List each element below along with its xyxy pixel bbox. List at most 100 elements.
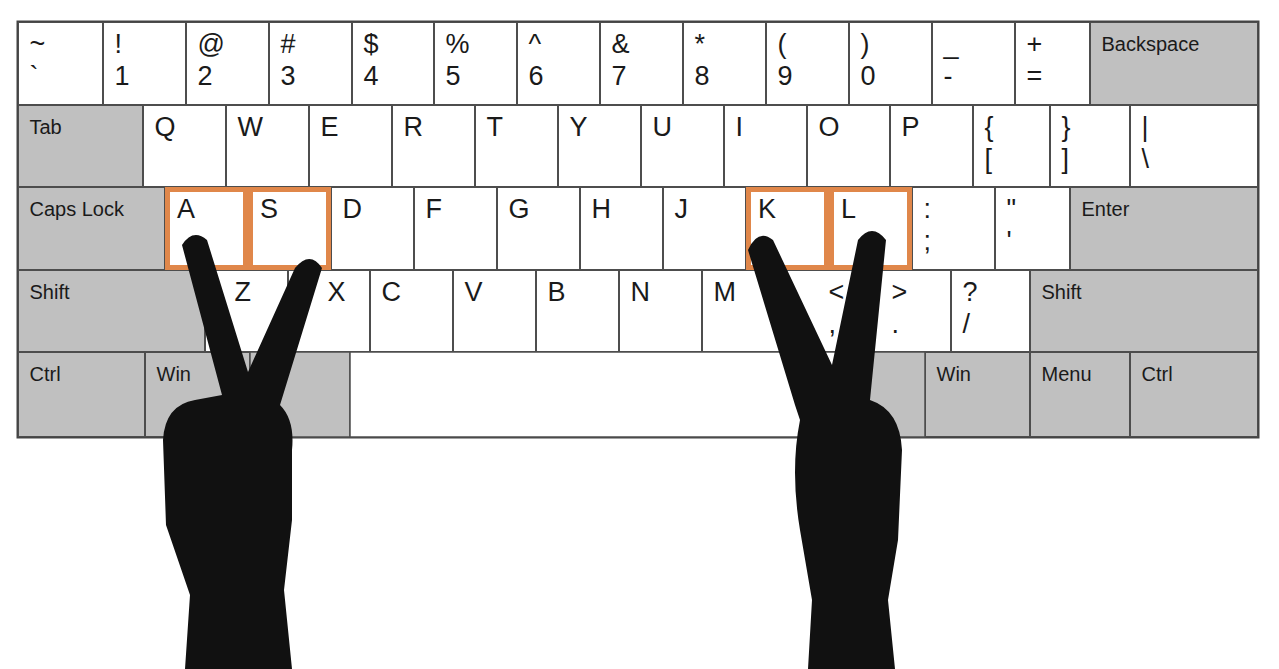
key-symbol: & <box>612 28 630 60</box>
modifier-key: Caps Lock <box>18 187 165 270</box>
key-symbol: % <box>446 28 470 60</box>
key-symbol: _ <box>944 28 959 60</box>
key-symbol: A <box>177 193 195 225</box>
key-symbol: J <box>675 193 689 225</box>
key-symbol: ? <box>963 276 978 308</box>
key: )0 <box>849 22 932 105</box>
key: Y <box>558 105 641 187</box>
key: J <box>663 187 746 270</box>
key-label: Backspace <box>1102 32 1200 56</box>
key-symbol: N <box>631 276 651 308</box>
key-symbol: 3 <box>281 60 296 92</box>
key: W <box>226 105 309 187</box>
key-symbol: } <box>1062 111 1071 143</box>
key-label: Shift <box>1042 280 1082 304</box>
key: "' <box>995 187 1070 270</box>
key: B <box>536 270 619 352</box>
key-symbol: Q <box>155 111 176 143</box>
modifier-key: Ctrl <box>1130 352 1258 437</box>
key-symbol: ] <box>1062 143 1070 175</box>
modifier-key: Backspace <box>1090 22 1258 105</box>
key-symbol: : <box>924 193 932 225</box>
modifier-key: Tab <box>18 105 143 187</box>
key: {[ <box>973 105 1050 187</box>
key: F <box>414 187 497 270</box>
key: Q <box>143 105 226 187</box>
key-label: Win <box>157 362 191 386</box>
key-symbol: \ <box>1142 143 1150 175</box>
key-label: Win <box>937 362 971 386</box>
modifier-key: Shift <box>18 270 205 352</box>
key-symbol: 1 <box>115 60 130 92</box>
key-symbol: P <box>902 111 920 143</box>
key: += <box>1015 22 1090 105</box>
key-label: Ctrl <box>30 362 61 386</box>
key-symbol: D <box>343 193 363 225</box>
keyboard-outline <box>18 22 1258 437</box>
key: I <box>724 105 807 187</box>
key: !1 <box>103 22 186 105</box>
key-symbol: H <box>592 193 612 225</box>
key-symbol: 2 <box>198 60 213 92</box>
key-symbol: > <box>892 276 908 308</box>
key: U <box>641 105 724 187</box>
key-symbol: K <box>758 193 776 225</box>
key-symbol: ~ <box>30 28 46 60</box>
key-symbol: 8 <box>695 60 710 92</box>
key: R <box>392 105 475 187</box>
space-key <box>350 352 840 437</box>
key: &7 <box>600 22 683 105</box>
key-symbol: < <box>829 276 845 308</box>
key-symbol: L <box>841 193 856 225</box>
key-symbol: Z <box>235 276 252 308</box>
key: :; <box>912 187 995 270</box>
key-label: Enter <box>1082 197 1130 221</box>
key: H <box>580 187 663 270</box>
key-symbol: U <box>653 111 673 143</box>
key: P <box>890 105 973 187</box>
key: %5 <box>434 22 517 105</box>
key: |\ <box>1130 105 1258 187</box>
key: G <box>497 187 580 270</box>
key-symbol: R <box>404 111 424 143</box>
key-symbol: E <box>321 111 339 143</box>
key: T <box>475 105 558 187</box>
key-symbol: ^ <box>529 28 542 60</box>
key-symbol: = <box>1027 60 1043 92</box>
key-symbol: @ <box>198 28 225 60</box>
key: @2 <box>186 22 269 105</box>
key: E <box>309 105 392 187</box>
key: _- <box>932 22 1015 105</box>
key-symbol: - <box>944 60 953 92</box>
key-symbol: G <box>509 193 530 225</box>
key-symbol: , <box>829 308 837 340</box>
key: ^6 <box>517 22 600 105</box>
modifier-key: Ctrl <box>18 352 145 437</box>
key-symbol: { <box>985 111 994 143</box>
key-label: Menu <box>1042 362 1092 386</box>
modifier-key: Shift <box>1030 270 1258 352</box>
key-label: Shift <box>30 280 70 304</box>
key-symbol: " <box>1007 193 1017 225</box>
key-label: Tab <box>30 115 62 139</box>
key-symbol: M <box>714 276 737 308</box>
key-symbol: 9 <box>778 60 793 92</box>
key: }] <box>1050 105 1130 187</box>
key-symbol: + <box>1027 28 1043 60</box>
key: *8 <box>683 22 766 105</box>
key-symbol: * <box>695 28 706 60</box>
key-symbol: ) <box>861 28 870 60</box>
key-symbol: C <box>382 276 402 308</box>
key-symbol: 7 <box>612 60 627 92</box>
modifier-key: Enter <box>1070 187 1258 270</box>
key: $4 <box>352 22 434 105</box>
key-symbol: ( <box>778 28 787 60</box>
modifier-key: Win <box>925 352 1030 437</box>
key-symbol: O <box>819 111 840 143</box>
key: D <box>331 187 414 270</box>
key-symbol: ` <box>30 60 39 92</box>
key: V <box>453 270 536 352</box>
key-symbol: / <box>963 308 971 340</box>
